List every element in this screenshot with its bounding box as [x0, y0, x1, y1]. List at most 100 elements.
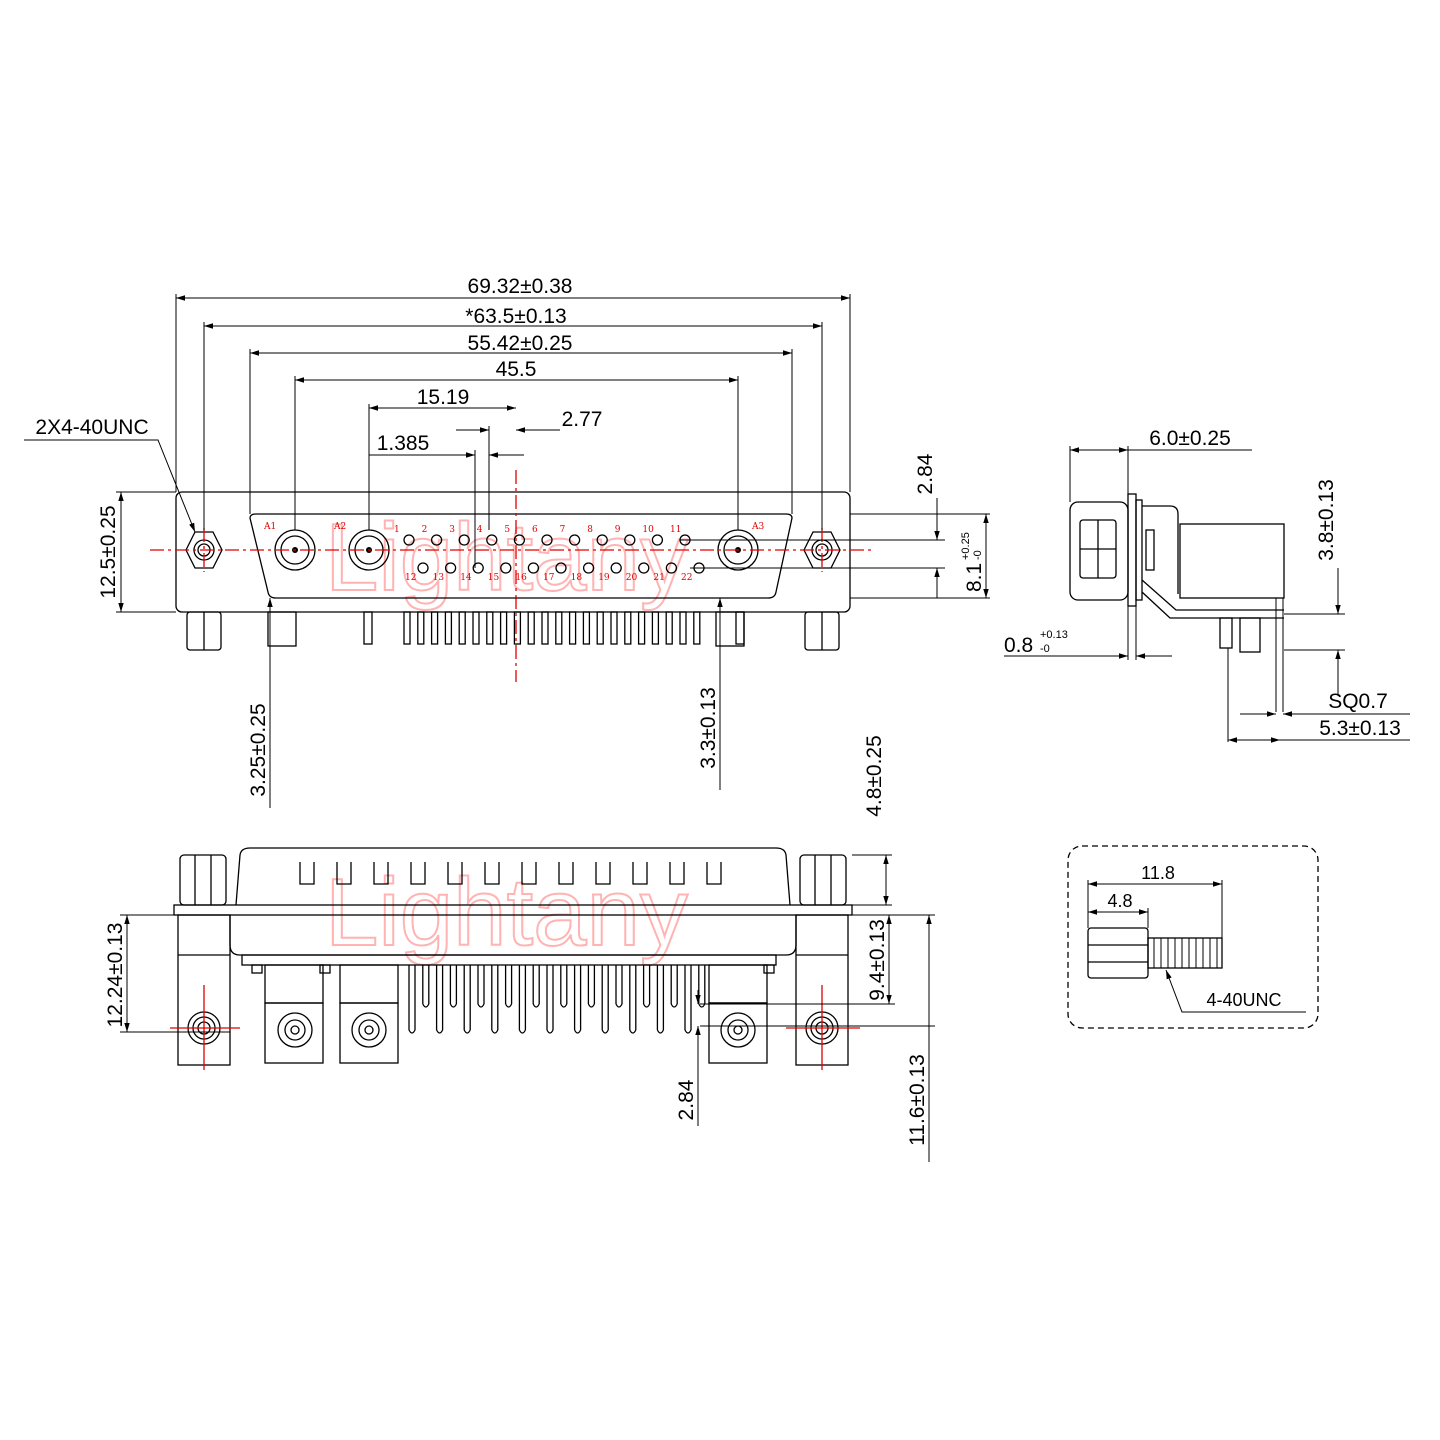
pin-label-15: 15 [488, 573, 500, 583]
pin-1 [403, 534, 415, 546]
dim-overall: 69.32±0.38 [468, 275, 573, 298]
dim-side-flange: 0.8 [1004, 634, 1033, 657]
front-pin-leg [637, 611, 646, 645]
dim-coax: 45.5 [496, 358, 537, 381]
pin-7 [568, 534, 581, 546]
front-legs [186, 611, 840, 651]
front-pin-leg [499, 611, 508, 645]
pin-label-11: 11 [670, 525, 681, 535]
dim-offset: 5.3±0.13 [1319, 717, 1401, 740]
dim-side-height: 3.8±0.13 [1315, 479, 1338, 561]
contact-slot [484, 862, 500, 885]
pin-label-7: 7 [560, 525, 566, 535]
label-a3: A3 [751, 522, 764, 532]
bottom-view: 4.8±0.25 12.24±0.13 9.4±0.13 11.6±0.13 2… [104, 735, 935, 1162]
tol-flange-upper: +0.25 [960, 532, 972, 560]
pin-4 [486, 534, 498, 546]
dim-height: 12.5±0.25 [97, 505, 120, 598]
front-pin-leg [679, 611, 687, 645]
dim-flange: 8.1 [963, 563, 986, 592]
front-pin-leg [624, 611, 632, 645]
pin-label-4: 4 [477, 525, 483, 535]
pin-6 [541, 534, 553, 546]
contact-slot [373, 862, 389, 885]
front-pin-leg [651, 611, 660, 645]
contact-slot [336, 862, 352, 885]
front-flange [175, 491, 851, 613]
watermark-front: Lightany [325, 504, 688, 611]
front-pin-leg [444, 611, 453, 645]
pin-13 [444, 562, 457, 574]
pin-5 [513, 534, 526, 546]
front-pin-leg [610, 611, 618, 645]
pin-label-2: 2 [422, 525, 428, 535]
pin-label-17: 17 [543, 573, 555, 583]
pin-2 [430, 534, 443, 546]
pin-18 [582, 562, 595, 574]
pin-14 [472, 562, 484, 574]
screw-thread: 4-40UNC [1206, 990, 1281, 1010]
front-pin-leg [527, 611, 535, 645]
pin-label-1: 1 [394, 525, 400, 535]
pin-label-22: 22 [681, 573, 692, 583]
dim-standoff: 4.8±0.25 [863, 735, 886, 817]
front-pin-leg [472, 611, 480, 645]
contact-slot [669, 862, 685, 885]
dim-depth: 6.0±0.25 [1149, 427, 1231, 450]
front-pin-legs [403, 611, 701, 645]
watermark-bottom: Lightany [325, 859, 688, 966]
dim-shell: 55.42±0.25 [468, 332, 573, 355]
front-pin-leg [665, 611, 673, 645]
pin-3 [458, 534, 470, 546]
pin-12 [417, 562, 429, 574]
label-a1: A1 [263, 522, 276, 532]
front-pin-leg [568, 611, 577, 645]
pin-8 [596, 534, 608, 546]
label-a2: A2 [333, 522, 346, 532]
contact-slot [595, 862, 611, 885]
dim-right-top: 9.4±0.13 [866, 919, 889, 1001]
pin-label-10: 10 [642, 525, 654, 535]
dim-pin-span: 15.19 [417, 386, 470, 409]
tol-side-lower: -0 [1040, 643, 1050, 655]
pin-15 [500, 562, 512, 574]
dim-right: 11.6±0.13 [906, 1054, 929, 1146]
contact-slot [410, 862, 426, 885]
contact-slot [299, 862, 315, 885]
pin-label-3: 3 [449, 525, 455, 535]
front-pin-leg [582, 611, 591, 645]
pin-label-21: 21 [653, 573, 664, 583]
dim-screw-total: 11.8 [1141, 863, 1175, 883]
pin-label-16: 16 [515, 573, 527, 583]
pin-label-18: 18 [571, 573, 583, 583]
contact-slot [521, 862, 537, 885]
contact-slot [632, 862, 648, 885]
dim-screw-head: 4.8 [1107, 891, 1132, 911]
tol-flange-lower: -0 [972, 550, 984, 560]
tol-side-upper: +0.13 [1040, 629, 1068, 641]
dim-mount: *63.5±0.13 [465, 305, 566, 328]
pin-16 [527, 562, 540, 574]
front-pin-leg [693, 611, 701, 645]
pin-17 [555, 562, 567, 574]
pin-9 [624, 534, 636, 546]
contact-slot [447, 862, 463, 885]
pin-label-5: 5 [504, 525, 510, 535]
contact-slot [706, 862, 722, 885]
pin-label-20: 20 [626, 573, 638, 583]
dim-bottom-row: 2.84 [675, 1079, 698, 1120]
front-pin-leg [596, 611, 604, 645]
pin-10 [651, 534, 664, 546]
dim-row: 2.84 [914, 453, 937, 494]
pin-label-12: 12 [405, 573, 416, 583]
thread-callout: 2X4-40UNC [35, 416, 148, 439]
dim-half-pitch: 1.385 [377, 432, 430, 455]
front-pin-leg [458, 611, 466, 645]
pin-label-13: 13 [433, 573, 445, 583]
pin-20 [638, 562, 650, 574]
front-shell [249, 513, 793, 599]
